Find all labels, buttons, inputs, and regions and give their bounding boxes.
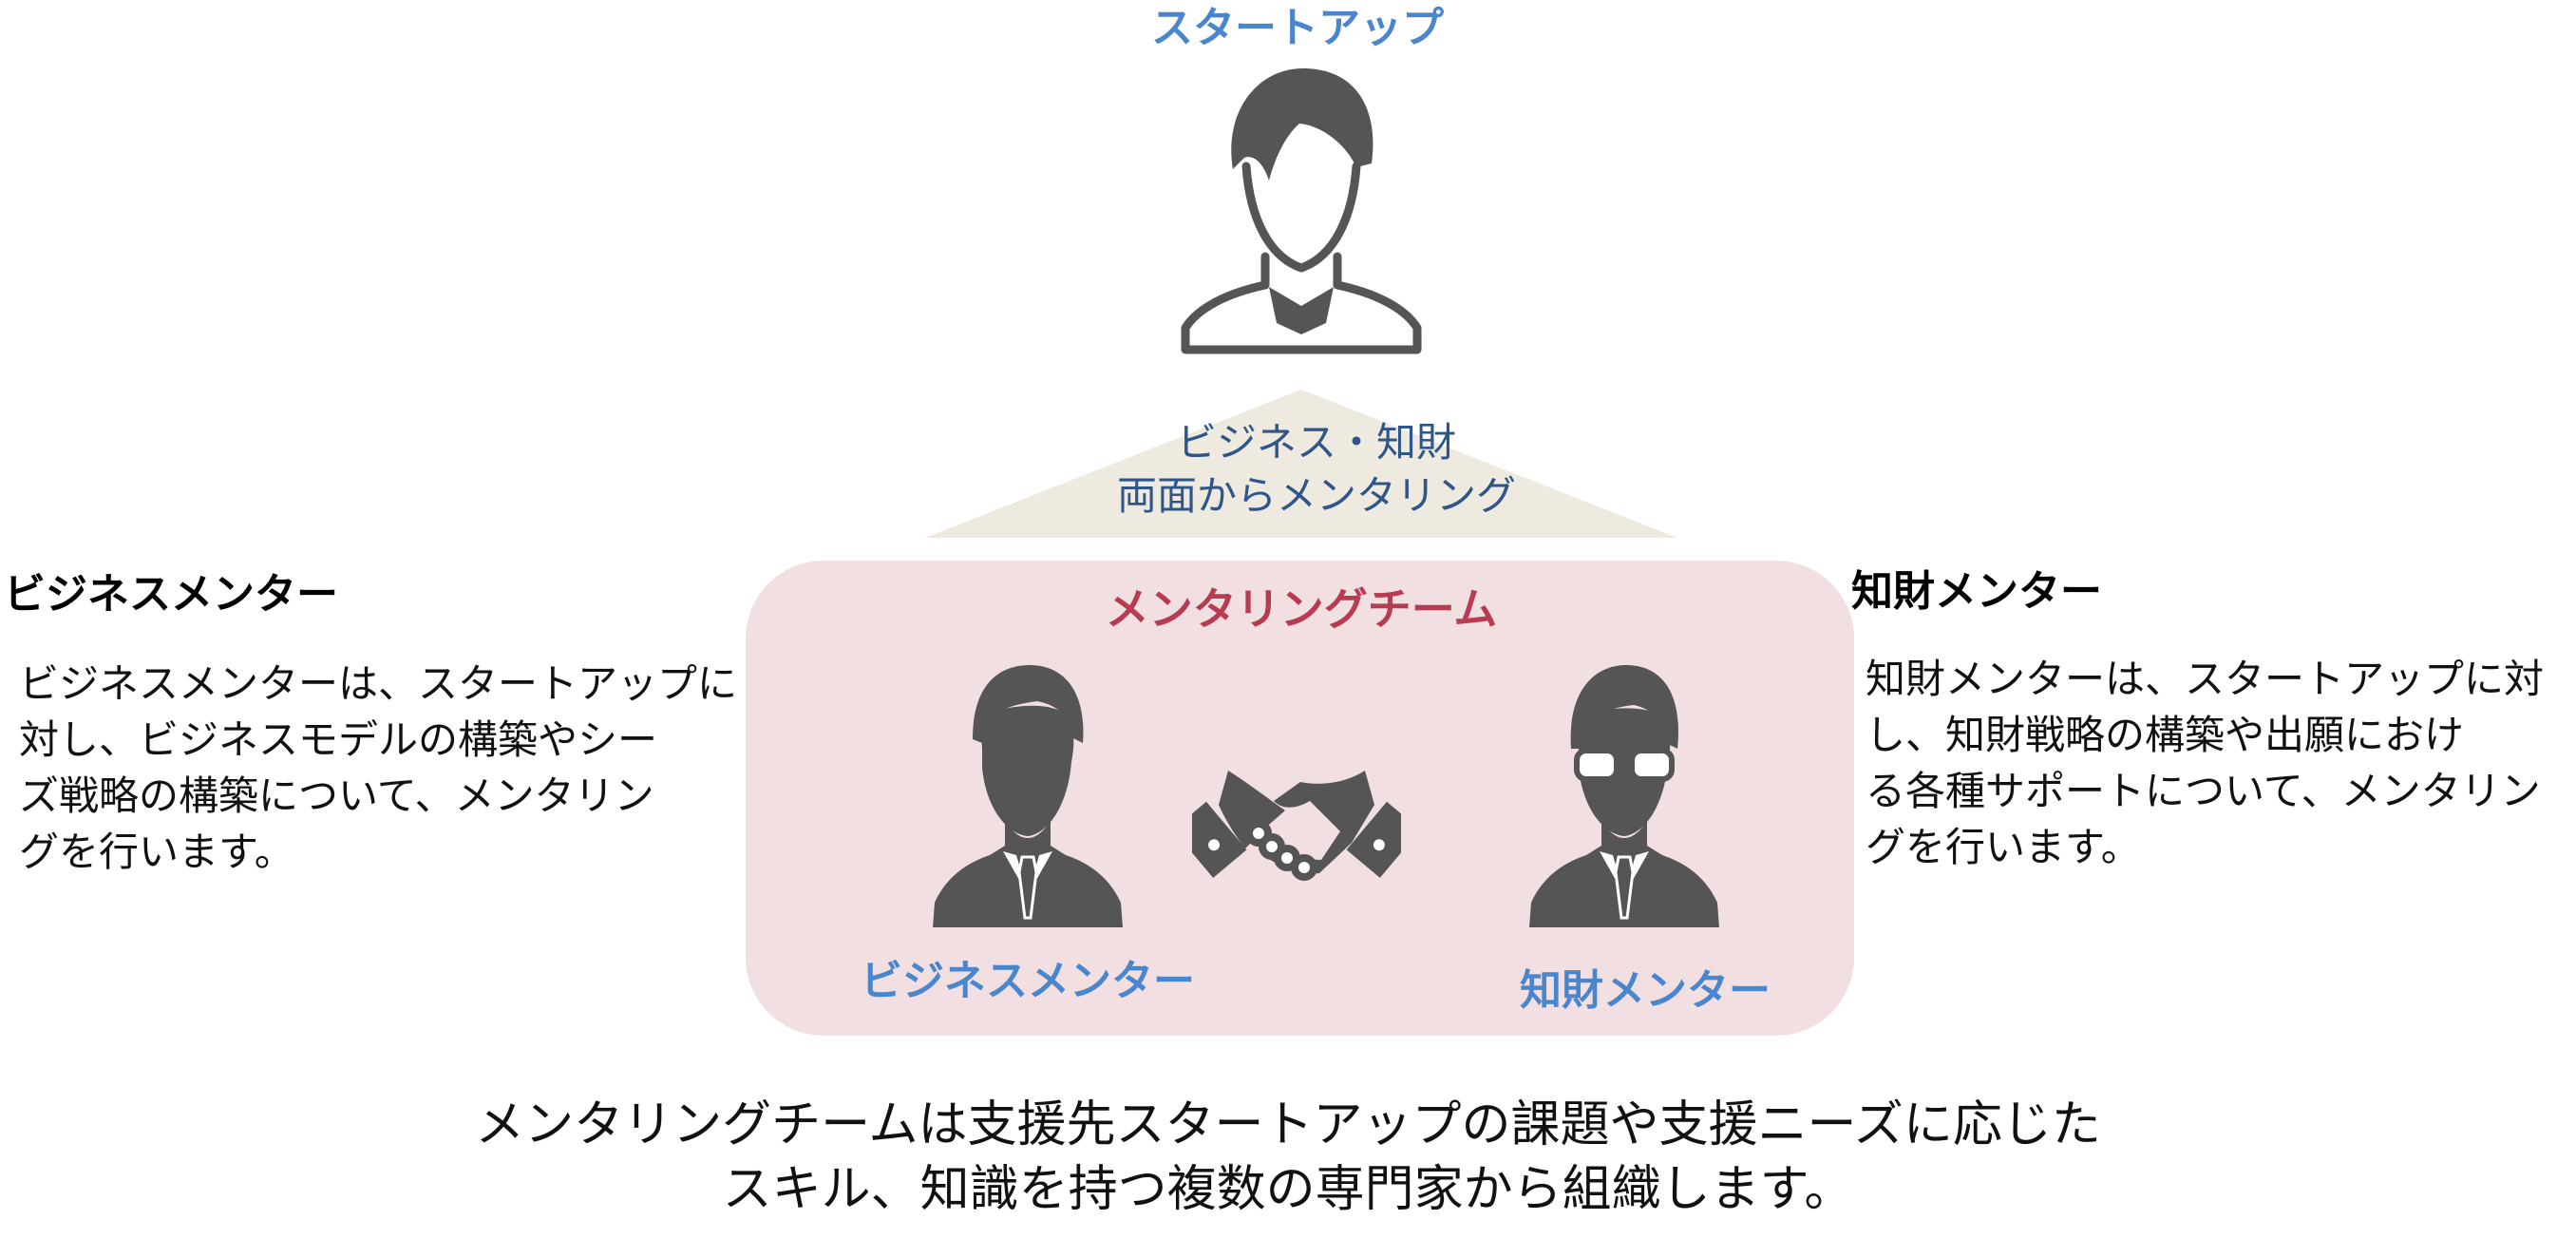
business-mentor-description-line: グを行います。 (19, 829, 294, 875)
startup-person-icon (1178, 57, 1425, 361)
bottom-summary: メンタリングチームは支援先スタートアップの課題や支援ニーズに応じた スキル、知識… (342, 1093, 2234, 1222)
mentoring-team-title: メンタリングチーム (1105, 583, 1498, 635)
ip-mentor-description-line: る各種サポートについて、メンタリン (1866, 768, 2541, 814)
ip-mentor-caption: 知財メンター (1520, 966, 1771, 1015)
business-mentor-description-line: ビジネスメンターは、スタートアップに (19, 660, 738, 707)
business-mentor-description: ビジネスメンターは、スタートアップに 対し、ビジネスモデルの構築やシー ズ戦略の… (19, 656, 741, 880)
business-mentor-heading: ビジネスメンター (4, 570, 338, 619)
ip-mentor-description-line: 知財メンターは、スタートアップに対 (1866, 656, 2545, 702)
ip-mentor-description-line: グを行います。 (1866, 824, 2141, 870)
business-mentor-caption: ビジネスメンター (861, 957, 1195, 1005)
triangle-caption-line2: 両面からメンタリング (1116, 472, 1516, 519)
triangle-caption-line1: ビジネス・知財 (1176, 419, 1456, 466)
business-mentor-description-line: ズ戦略の構築について、メンタリン (19, 772, 654, 819)
business-mentor-description-line: 対し、ビジネスモデルの構築やシー (19, 716, 658, 763)
businessman-icon (923, 656, 1132, 931)
ip-mentor-description-line: し、知財戦略の構築や出願におけ (1866, 712, 2465, 758)
businessman-glasses-icon (1520, 656, 1729, 931)
bottom-summary-line1: メンタリングチームは支援先スタートアップの課題や支援ニーズに応じた (475, 1096, 2101, 1153)
mentoring-triangle (921, 390, 1681, 542)
triangle-caption: ビジネス・知財 両面からメンタリング (1089, 416, 1544, 523)
ip-mentor-heading: 知財メンター (1851, 567, 2102, 616)
handshake-icon (1192, 698, 1401, 907)
bottom-summary-line2: スキル、知識を持つ複数の専門家から組織します。 (722, 1161, 1854, 1218)
startup-label: スタートアップ (1151, 4, 1444, 52)
ip-mentor-description: 知財メンターは、スタートアップに対 し、知財戦略の構築や出願におけ る各種サポー… (1866, 651, 2568, 875)
